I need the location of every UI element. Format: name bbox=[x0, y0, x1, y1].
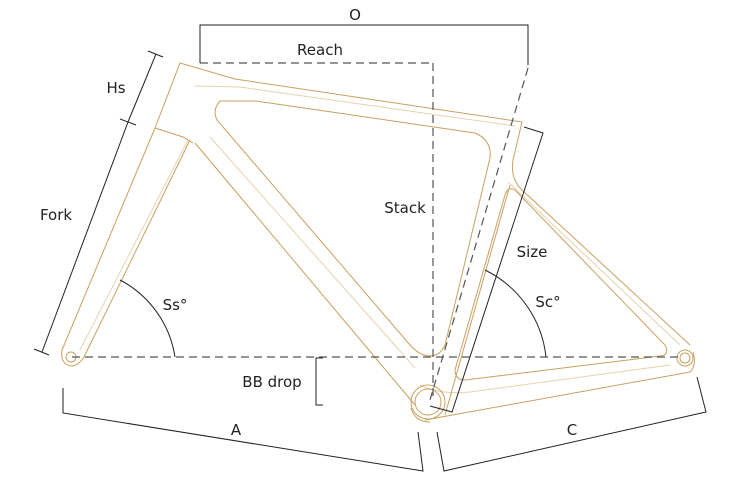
bb-drop-label: BB drop bbox=[242, 373, 302, 391]
a-label: A bbox=[230, 421, 242, 439]
hs-bracket bbox=[119, 50, 164, 126]
o-label: O bbox=[349, 6, 361, 24]
c-bracket bbox=[436, 376, 707, 472]
bb-drop-bracket bbox=[315, 357, 323, 406]
hs-label: Hs bbox=[106, 79, 126, 97]
fork-bracket bbox=[33, 121, 129, 356]
c-label: C bbox=[566, 421, 578, 439]
reach-label: Reach bbox=[297, 41, 343, 59]
sc-angle-arc bbox=[484, 269, 547, 358]
o-bracket bbox=[199, 24, 529, 65]
fork-label: Fork bbox=[39, 206, 73, 224]
size-bracket bbox=[429, 126, 544, 413]
sc-angle-label: Sc° bbox=[535, 293, 561, 311]
a-bracket bbox=[62, 388, 424, 472]
ss-angle-label: Ss° bbox=[162, 296, 188, 314]
frame-outline bbox=[61, 62, 695, 423]
seat-tube-axis bbox=[429, 67, 529, 401]
ss-angle-arc bbox=[119, 279, 176, 358]
stack-label: Stack bbox=[384, 199, 426, 217]
dimension-lines bbox=[33, 24, 707, 472]
size-label: Size bbox=[516, 243, 548, 261]
